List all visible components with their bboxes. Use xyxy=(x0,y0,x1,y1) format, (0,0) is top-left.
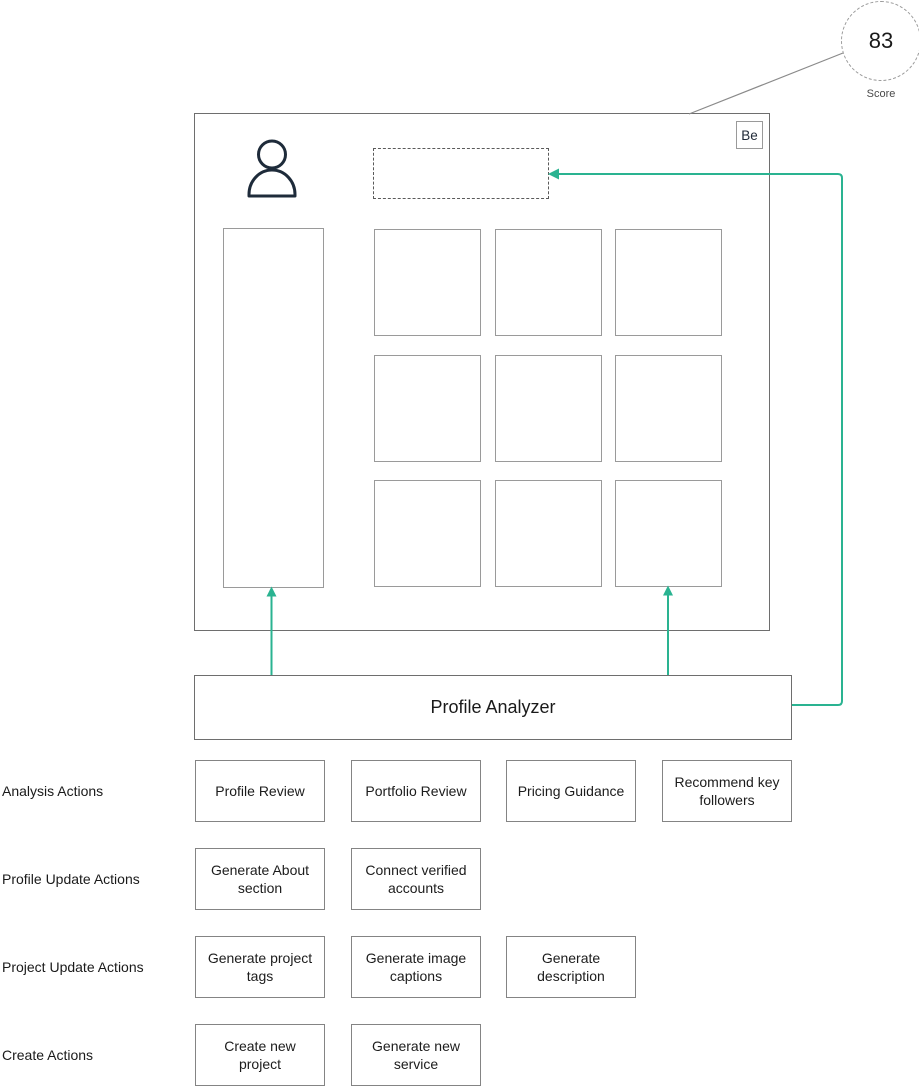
profile-analyzer-title: Profile Analyzer xyxy=(430,697,556,717)
name-placeholder-field xyxy=(373,148,549,199)
portfolio-item xyxy=(494,229,602,336)
row-label-analysis-actions: Analysis Actions xyxy=(2,783,104,799)
score-label: Score xyxy=(866,88,896,100)
profile-card: Be xyxy=(194,113,770,631)
row-label-create-actions: Create Actions xyxy=(2,1047,94,1063)
row-label-profile-update-actions: Profile Update Actions xyxy=(2,871,140,887)
action-pricing-guidance: Pricing Guidance xyxy=(506,760,636,822)
portfolio-item xyxy=(615,480,722,587)
portfolio-grid xyxy=(374,229,722,587)
portfolio-item xyxy=(615,229,722,336)
portfolio-item xyxy=(374,229,481,336)
behance-badge: Be xyxy=(736,121,763,149)
action-generate-about-section: Generate About section xyxy=(195,848,325,910)
action-portfolio-review: Portfolio Review xyxy=(351,760,481,822)
portfolio-item xyxy=(494,480,602,587)
portfolio-item xyxy=(494,354,602,462)
portfolio-item xyxy=(615,354,722,462)
action-generate-project-tags: Generate project tags xyxy=(195,936,325,998)
action-generate-image-captions: Generate image captions xyxy=(351,936,481,998)
portfolio-item xyxy=(374,480,481,587)
action-connect-verified-accounts: Connect verified accounts xyxy=(351,848,481,910)
action-generate-description: Generate description xyxy=(506,936,636,998)
person-icon xyxy=(247,139,297,198)
action-generate-new-service: Generate new service xyxy=(351,1024,481,1086)
portfolio-item xyxy=(374,354,481,462)
action-profile-review: Profile Review xyxy=(195,760,325,822)
score-value: 83 xyxy=(868,28,894,53)
action-recommend-key-followers: Recommend key followers xyxy=(662,760,792,822)
score-badge: 83 xyxy=(841,1,919,81)
profile-sidebar-panel xyxy=(223,228,324,588)
row-label-project-update-actions: Project Update Actions xyxy=(2,959,144,975)
score-connector-line xyxy=(688,52,844,115)
action-create-new-project: Create new project xyxy=(195,1024,325,1086)
profile-analyzer-node: Profile Analyzer xyxy=(194,675,792,740)
